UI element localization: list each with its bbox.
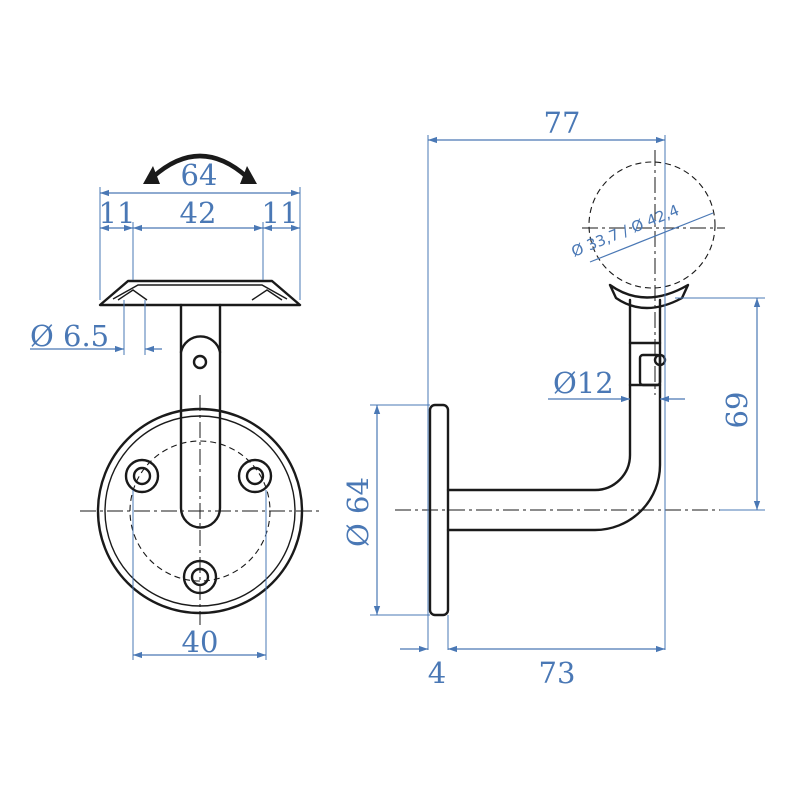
saddle-side [608, 283, 690, 310]
screw-hole-right [237, 458, 273, 494]
rod-diameter-label: Ø12 [553, 366, 614, 400]
dim-rail-diameter [589, 212, 714, 263]
front-view: 64 11 42 11 Ø 6.5 40 [30, 153, 320, 660]
hole-spacing-label: 40 [182, 625, 219, 659]
joint-pin [192, 354, 208, 370]
handrail-circle [588, 161, 716, 289]
rotation-arrowhead-right [240, 166, 257, 184]
arm-length-label: 73 [539, 656, 576, 690]
slot-left-label: 11 [99, 196, 136, 230]
slot-right-label: 11 [262, 196, 299, 230]
height-label: 69 [720, 392, 754, 429]
saddle-plate-edge [112, 284, 288, 300]
base-thickness-label: 4 [428, 656, 446, 690]
total-projection-label: 77 [544, 106, 581, 140]
arm-inner-edge [446, 383, 662, 532]
joint-hinge [638, 353, 662, 387]
rotation-dimension-label: 64 [181, 158, 218, 192]
rotation-arrowhead-left [143, 166, 160, 184]
hole-diameter-label: Ø 6.5 [30, 319, 109, 353]
screw-hole-left [124, 458, 160, 494]
saddle-slots [117, 289, 283, 301]
rotation-arrow [151, 153, 249, 179]
screw-hole-bottom [182, 559, 218, 595]
arm-outer-edge [446, 383, 632, 492]
plate-span-label: 42 [180, 196, 217, 230]
support-arm [179, 303, 222, 529]
base-diameter-label: Ø 64 [341, 477, 375, 547]
side-view: 77 Ø 33,7 / Ø 42,4 Ø12 69 Ø 64 4 73 [341, 106, 765, 690]
joint-knuckle [179, 335, 222, 354]
